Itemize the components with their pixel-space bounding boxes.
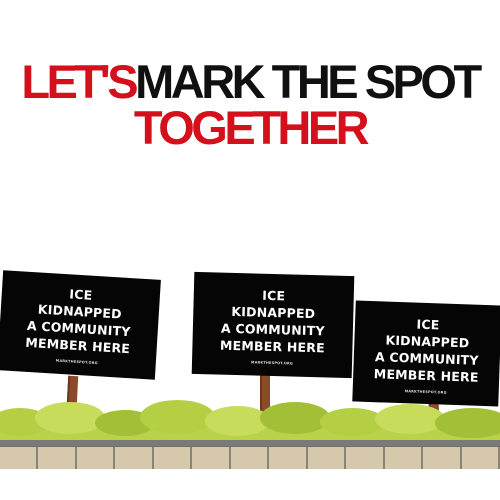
sidewalk-slab	[308, 447, 347, 469]
sidewalk-slab	[115, 447, 154, 469]
bush	[320, 408, 385, 436]
protest-sign-middle: ICE KIDNAPPED A COMMUNITY MEMBER HERE MA…	[191, 271, 355, 379]
bush	[205, 406, 270, 436]
sidewalk-slab	[192, 447, 231, 469]
sidewalk-slab	[38, 447, 77, 469]
headline-lets: LET'S	[21, 55, 138, 108]
sidewalk-slab	[462, 447, 500, 469]
headline-line-2: TOGETHER	[0, 104, 500, 151]
bush	[260, 402, 330, 434]
bush	[435, 408, 500, 438]
sign-message: ICE KIDNAPPED A COMMUNITY MEMBER HERE	[0, 281, 160, 359]
protest-sign-right: ICE KIDNAPPED A COMMUNITY MEMBER HERE MA…	[352, 300, 500, 407]
sidewalk-slab	[0, 447, 39, 469]
sign-url: MARKTHESPOT.ORG	[404, 389, 447, 395]
headline-together: TOGETHER	[133, 101, 370, 154]
sidewalk	[0, 446, 500, 471]
headline-line-1: LET'SMARK THE SPOT	[0, 58, 500, 105]
sidewalk-slab	[154, 447, 193, 469]
sidewalk-slab	[346, 447, 385, 469]
sign-message: ICE KIDNAPPED A COMMUNITY MEMBER HERE	[353, 313, 500, 386]
headline-mark-the-spot: MARK THE SPOT	[135, 55, 482, 108]
curb	[0, 440, 500, 446]
sidewalk-slab	[269, 447, 308, 469]
sign-message: ICE KIDNAPPED A COMMUNITY MEMBER HERE	[192, 285, 354, 357]
street-area	[0, 469, 500, 500]
sidewalk-slab	[231, 447, 270, 469]
sidewalk-slab	[385, 447, 424, 469]
sidewalk-slab	[423, 447, 462, 469]
sign-url: MARKTHESPOT.ORG	[250, 360, 294, 366]
protest-sign-left: ICE KIDNAPPED A COMMUNITY MEMBER HERE MA…	[0, 270, 161, 380]
bush	[375, 404, 445, 434]
bush	[140, 400, 215, 434]
sidewalk-slab	[77, 447, 116, 469]
sign-post-middle	[260, 368, 270, 422]
bush	[35, 402, 105, 434]
sign-line: MEMBER HERE	[219, 337, 326, 356]
